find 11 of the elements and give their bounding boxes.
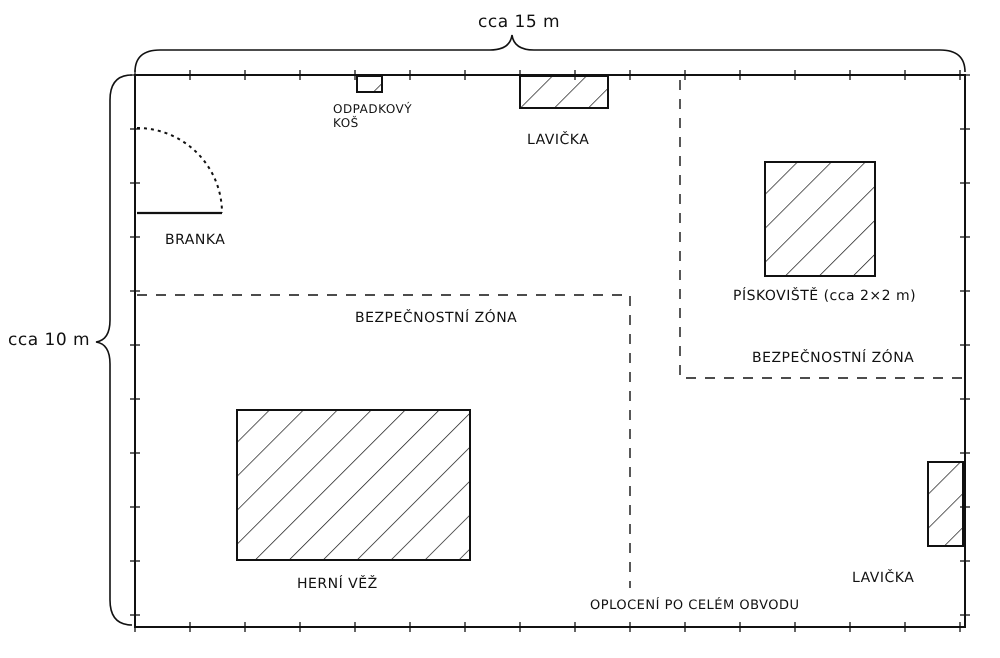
- object-label: ODPADKOVÝ KOŠ: [333, 102, 414, 131]
- zone-label: BEZPEČNOSTNÍ ZÓNA: [355, 310, 518, 326]
- gate-label: BRANKA: [165, 232, 226, 248]
- zone-label: BEZPEČNOSTNÍ ZÓNA: [752, 350, 914, 366]
- fence-label: OPLOCENÍ PO CELÉM OBVODU: [590, 598, 800, 613]
- dimension-label: cca 10 m: [8, 330, 90, 350]
- dimension-label: cca 15 m: [478, 12, 560, 32]
- object-label: LAVIČKA: [527, 132, 590, 149]
- object-label: LAVIČKA: [852, 570, 914, 587]
- object-label: PÍSKOVIŠTĚ (cca 2×2 m): [733, 288, 916, 305]
- object-label: HERNÍ VĚŽ: [297, 576, 378, 593]
